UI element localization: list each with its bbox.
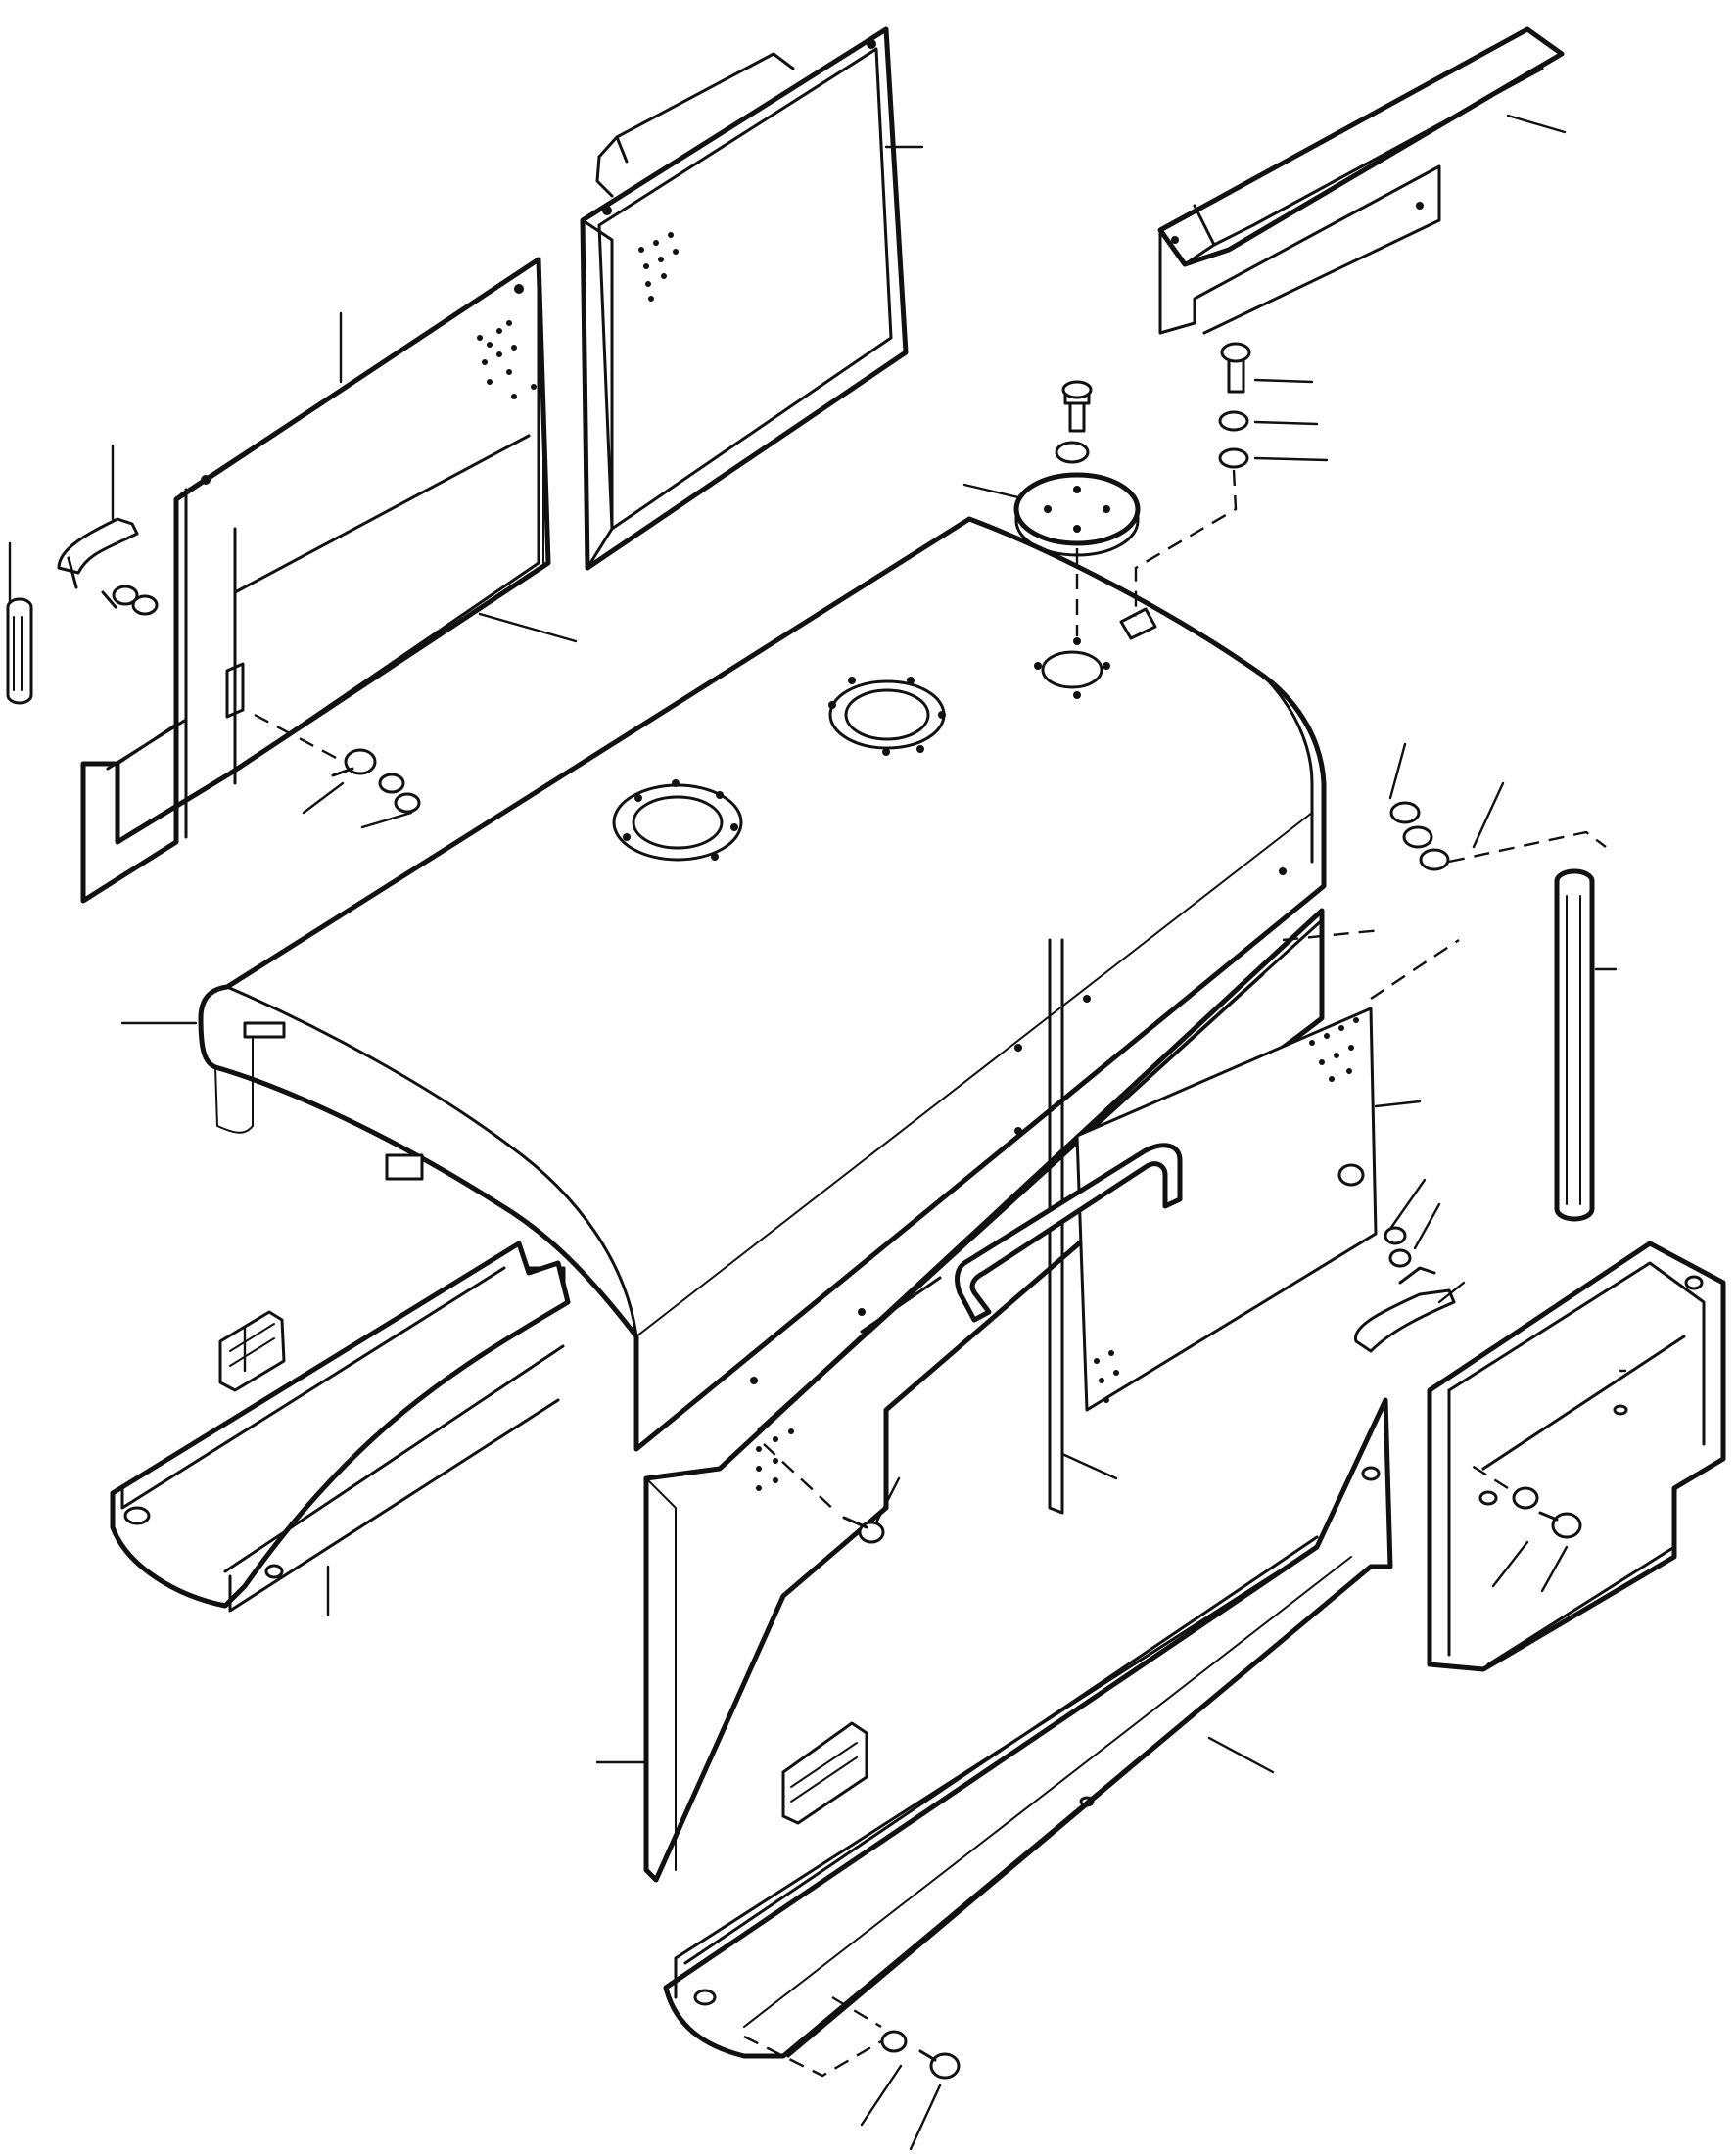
nut-door (1337, 1163, 1365, 1187)
bolt-bottom-right (1538, 1511, 1582, 1539)
washer-bottom (880, 2030, 908, 2053)
pin (6, 597, 33, 705)
lower-skirt-left (110, 1241, 571, 1613)
cover-plate-round (1013, 472, 1141, 557)
lower-skirt-right (1427, 1241, 1726, 1672)
washer-r3 (1419, 848, 1450, 871)
nut-left (131, 594, 159, 616)
assembly-lines (254, 469, 1607, 2078)
latch-bolt (331, 748, 377, 777)
rubber-pad-front (781, 1721, 868, 1825)
nut-latch (378, 773, 405, 794)
washer-door (1384, 1226, 1407, 1245)
nut-right (1218, 447, 1249, 469)
lower-skirt-front (663, 1397, 1393, 2059)
engine-hood (198, 516, 1327, 1452)
washer-bottom-right (1512, 1486, 1539, 1510)
washer-left (112, 585, 139, 606)
top-right-rail (1157, 26, 1565, 335)
door-latch-handle (57, 517, 139, 589)
washer-right (1218, 410, 1249, 432)
hardware (57, 342, 1582, 2080)
bolt (1061, 380, 1093, 433)
door-latch-lever (1354, 1266, 1456, 1353)
washer-latch (394, 792, 421, 814)
rubber-pad (218, 1310, 286, 1392)
rear-door-panel (643, 908, 1378, 1883)
bolt-bottom (918, 2049, 961, 2080)
side-door-panel-left (80, 257, 551, 904)
washer (1055, 441, 1090, 464)
leader-lines (8, 114, 1627, 2151)
exhaust-pipe (1554, 868, 1595, 1222)
nut-r2 (1402, 825, 1433, 849)
bolt-right (1220, 342, 1251, 394)
bolt-front (842, 1516, 885, 1544)
side-cover-panel-top (580, 26, 909, 571)
nut-r1 (1389, 801, 1421, 824)
nut-door2 (1388, 1248, 1412, 1268)
